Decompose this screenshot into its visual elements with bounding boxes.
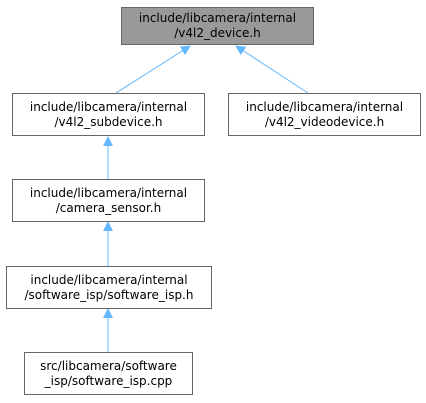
edge-videodevice-to-device xyxy=(235,45,309,94)
node-label-line1: include/libcamera/internal xyxy=(138,11,297,25)
node-label-line2: _isp/software_isp.cpp xyxy=(44,373,173,388)
node-software-isp-h[interactable]: include/libcamera/internal /software_isp… xyxy=(6,266,212,309)
node-v4l2-videodevice-h[interactable]: include/libcamera/internal /v4l2_videode… xyxy=(228,93,421,136)
node-label-line1: include/libcamera/internal xyxy=(29,185,188,200)
node-label-line2: /v4l2_subdevice.h xyxy=(54,114,163,129)
node-label-line2: /camera_sensor.h xyxy=(55,200,162,215)
node-label-line1: include/libcamera/internal xyxy=(30,272,188,287)
edge-subdevice-to-device xyxy=(115,45,191,94)
node-v4l2-device-h: include/libcamera/internal /v4l2_device.… xyxy=(121,7,314,45)
node-software-isp-cpp[interactable]: src/libcamera/software _isp/software_isp… xyxy=(24,352,193,395)
node-label-line1: src/libcamera/software xyxy=(40,358,177,373)
node-label-line2: /v4l2_device.h xyxy=(174,26,261,40)
node-label-line1: include/libcamera/internal xyxy=(29,99,188,114)
node-label-line1: include/libcamera/internal xyxy=(245,99,404,114)
node-label-line2: /software_isp/software_isp.h xyxy=(24,287,194,302)
node-v4l2-subdevice-h[interactable]: include/libcamera/internal /v4l2_subdevi… xyxy=(12,93,205,136)
node-camera-sensor-h[interactable]: include/libcamera/internal /camera_senso… xyxy=(12,179,205,222)
node-label-line2: /v4l2_videodevice.h xyxy=(264,114,385,129)
